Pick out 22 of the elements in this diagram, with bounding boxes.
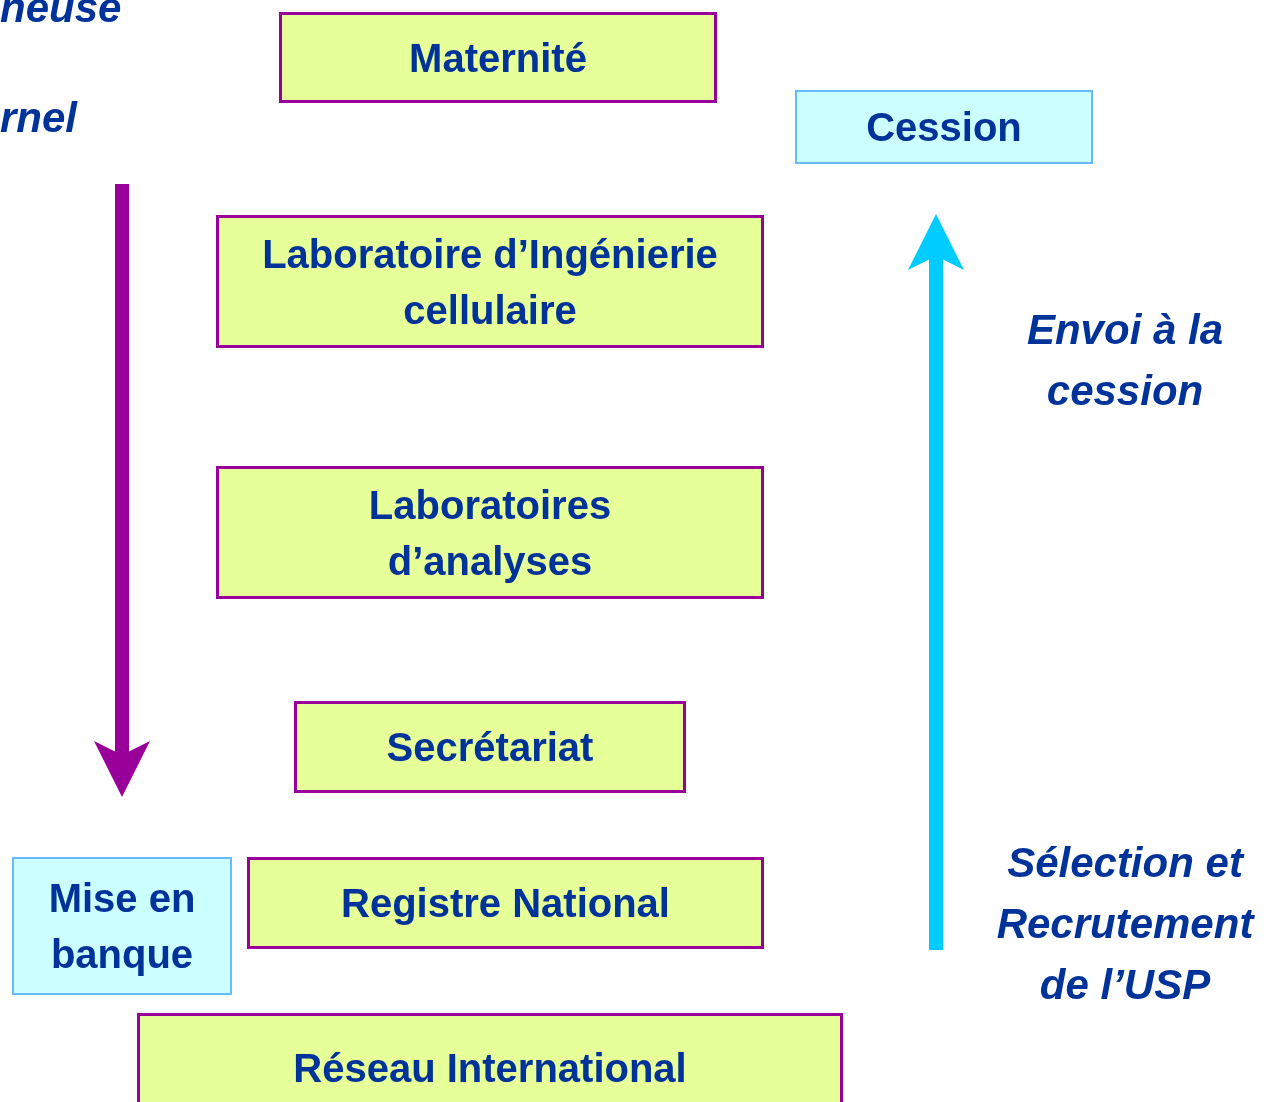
process-box bbox=[279, 12, 717, 103]
box-label: Mise en banque bbox=[47, 875, 197, 978]
arrow bbox=[908, 214, 964, 950]
note-text: Envoi à la cession bbox=[1025, 305, 1225, 416]
process-box bbox=[12, 857, 232, 995]
box-label: Secrétariat bbox=[385, 724, 595, 771]
box-label: Réseau International bbox=[292, 1045, 688, 1092]
process-box bbox=[216, 466, 764, 599]
process-box bbox=[247, 857, 764, 949]
note-text: rnel bbox=[0, 93, 78, 143]
process-box bbox=[795, 90, 1093, 164]
box-label: Cession bbox=[865, 104, 1023, 151]
box-label: Laboratoires d’analyses bbox=[367, 481, 613, 585]
process-box bbox=[216, 215, 764, 348]
process-box bbox=[294, 701, 686, 793]
arrow bbox=[94, 184, 150, 797]
note-text: Sélection et Recrutement de l’USP bbox=[995, 838, 1256, 1010]
process-box bbox=[137, 1013, 843, 1102]
box-label: Maternité bbox=[408, 34, 588, 82]
box-label: Laboratoire d’Ingénierie cellulaire bbox=[261, 230, 719, 334]
note-text: neuse bbox=[0, 0, 122, 33]
box-label: Registre National bbox=[340, 880, 671, 927]
